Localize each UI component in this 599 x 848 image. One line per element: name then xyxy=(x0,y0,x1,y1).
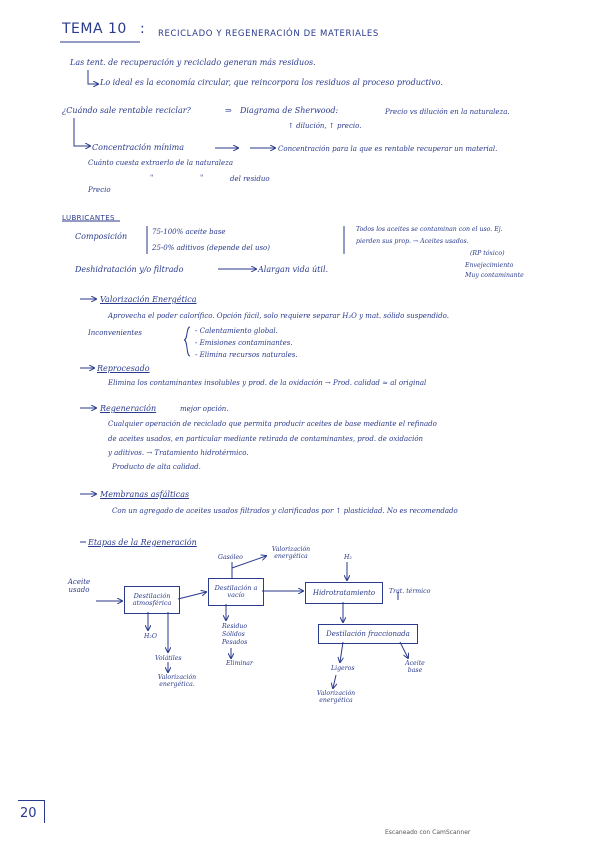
label-valorization-1: Valorización energética. xyxy=(157,674,197,688)
concentration-def: Concentración para la que es rentable re… xyxy=(278,145,498,153)
drawback-2: - Emisiones contaminantes. xyxy=(195,339,293,347)
input-used-oil: Aceite usado xyxy=(67,578,91,594)
page-number: 20 xyxy=(20,806,37,821)
label-gasoil: Gasóleo xyxy=(218,554,243,561)
label-h2o: H₂O xyxy=(144,633,157,640)
bullet-ditto-1: " xyxy=(150,174,154,182)
label-valorization-2: Valorización energética xyxy=(316,690,356,704)
label-residue: Residuo xyxy=(222,623,248,630)
scanner-watermark: Escaneado con CamScanner xyxy=(385,829,471,836)
sherwood-note: Precio vs dilución en la naturaleza. xyxy=(385,108,510,116)
label-volatiles: Volátiles xyxy=(155,655,182,662)
aging-note-5: Muy contaminante xyxy=(465,272,524,279)
question-arrow: ⇒ xyxy=(225,106,232,115)
bullet-residue: del residuo xyxy=(230,175,270,183)
label-h2: H₂ xyxy=(344,554,352,561)
sherwood-label: Diagrama de Sherwood: xyxy=(240,106,339,115)
title-separator: : xyxy=(140,21,146,37)
diagram-heading: Etapas de la Regeneración xyxy=(88,538,197,547)
regeneration-line-1: Cualquier operación de reciclado que per… xyxy=(108,420,437,428)
valorization-heading: Valorización Energética xyxy=(100,295,197,304)
bullet-extraction: Cuánto cuesta extraerlo de la naturaleza xyxy=(88,159,234,167)
aging-note-3: (RP tóxico) xyxy=(470,250,505,257)
label-light: Ligeros xyxy=(331,665,355,672)
box-atmospheric-distillation: Destilación atmosférica xyxy=(124,586,180,614)
membranes-text: Con un agregado de aceites usados filtra… xyxy=(112,507,458,515)
regeneration-line-2: de aceites usados, en particular mediant… xyxy=(108,435,424,443)
label-base-oil: Aceite base xyxy=(405,660,425,674)
page-number-frame xyxy=(18,800,45,823)
label-eliminate: Eliminar xyxy=(226,660,253,667)
bullet-price: Precio xyxy=(88,186,111,194)
lubricants-heading: LUBRICANTES xyxy=(62,214,115,222)
drawback-1: - Calentamiento global. xyxy=(195,327,278,335)
reprocessing-heading: Reprocesado xyxy=(97,364,150,373)
question-text: ¿Cuándo sale rentable reciclar? xyxy=(62,106,191,115)
sherwood-sub: ↑ dilución, ↑ precio. xyxy=(288,122,362,130)
membranes-heading: Membranas asfálticas xyxy=(100,490,190,499)
bullet-ditto-2: " xyxy=(200,174,204,182)
intro-line-1: Las tent. de recuperación y reciclado ge… xyxy=(70,58,316,67)
intro-line-2: Lo ideal es la economía circular, que re… xyxy=(100,78,443,87)
label-valorization-top: Valorización energética xyxy=(271,546,311,560)
dehydration-result: Alargan vida útil. xyxy=(258,265,329,274)
page-title: TEMA 10 xyxy=(62,21,127,37)
valorization-text: Aprovecha el poder calorífico. Opción fá… xyxy=(108,312,449,320)
box-vacuum-distillation: Destilación a vacío xyxy=(208,578,264,606)
label-heavy: Pesados xyxy=(222,639,248,646)
regeneration-line-4: Producto de alta calidad. xyxy=(112,463,201,471)
label-solids: Sólidos xyxy=(222,631,245,638)
aging-note-2: pierden sus prop. → Aceites usados. xyxy=(356,238,469,245)
drawbacks-label: Inconvenientes xyxy=(88,329,142,337)
aging-note-1: Todos los aceites se contaminan con el u… xyxy=(356,226,503,233)
reprocessing-text: Elimina los contaminantes insolubles y p… xyxy=(108,379,427,387)
min-concentration: Concentración mínima xyxy=(92,143,185,152)
box-hydrotreatment: Hidrotratamiento xyxy=(305,582,383,604)
composition-1: 75-100% aceite base xyxy=(152,228,226,236)
composition-2: 25-0% aditivos (depende del uso) xyxy=(152,244,271,252)
drawback-3: - Elimina recursos naturales. xyxy=(195,351,298,359)
composition-label: Composición xyxy=(75,232,128,241)
page-subtitle: RECICLADO Y REGENERACIÓN DE MATERIALES xyxy=(158,29,379,39)
dehydration: Deshidratación y/o filtrado xyxy=(75,265,184,274)
label-thermal-treatment: Trat. térmico xyxy=(389,588,431,595)
box-fractional-distillation: Destilación fraccionada xyxy=(318,624,418,644)
regeneration-note: mejor opción. xyxy=(180,405,229,413)
regeneration-line-3: y aditivos. → Tratamiento hidrotérmico. xyxy=(108,449,249,457)
aging-note-4: Envejecimiento xyxy=(465,262,514,269)
regeneration-heading: Regeneración xyxy=(100,404,157,413)
